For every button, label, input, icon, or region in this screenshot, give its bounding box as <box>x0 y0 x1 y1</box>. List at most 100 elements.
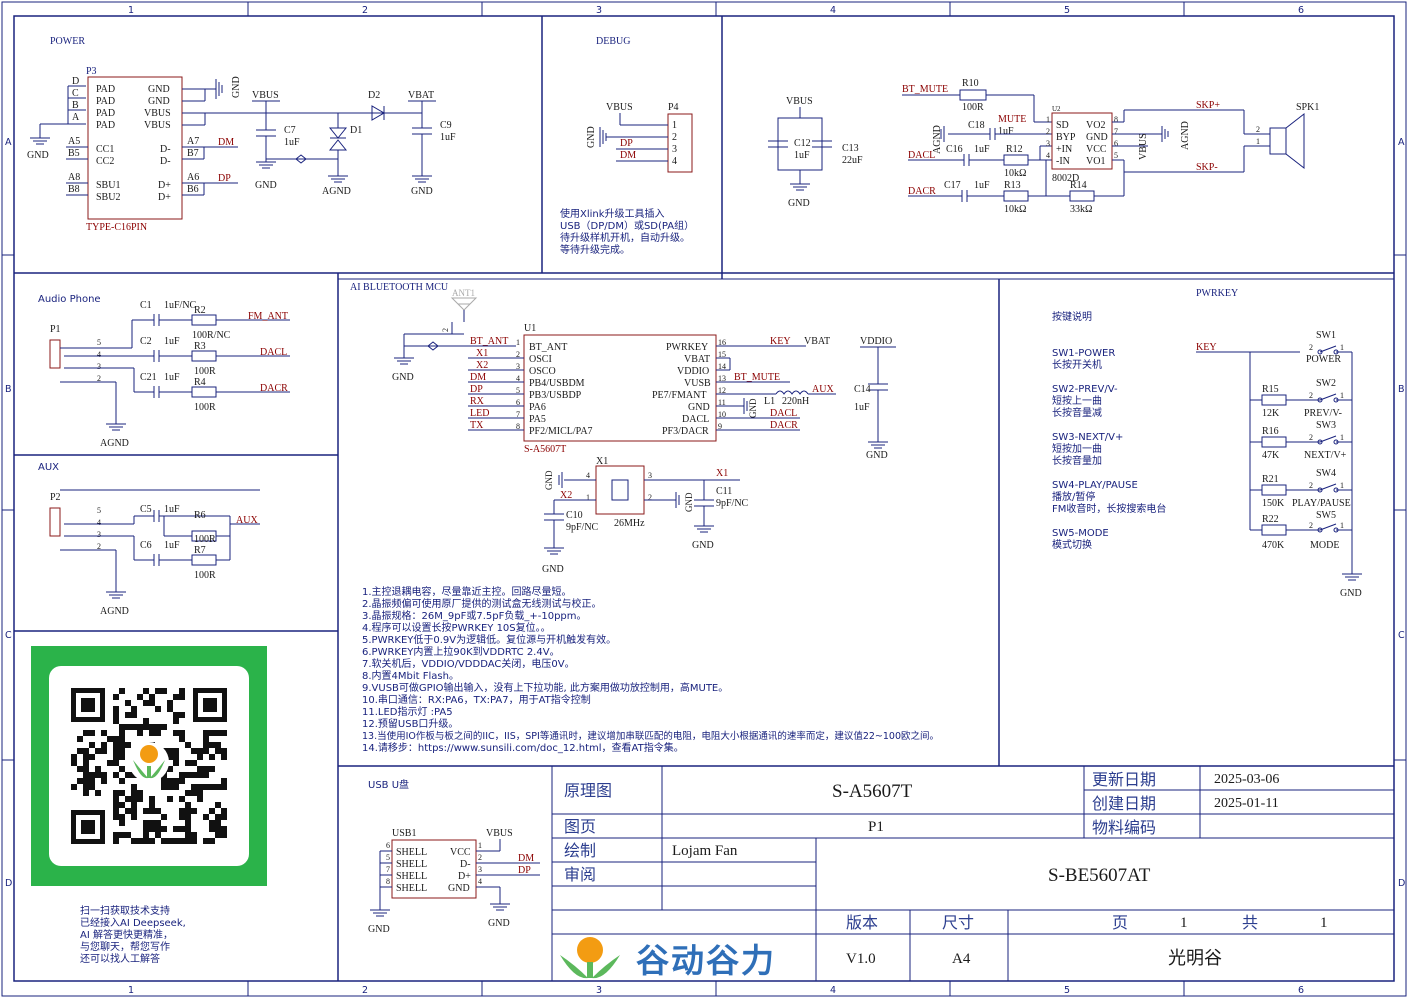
svg-text:GND: GND <box>542 564 564 575</box>
svg-text:R2: R2 <box>194 305 206 316</box>
qr-module <box>167 778 173 784</box>
svg-text:10kΩ: 10kΩ <box>1004 204 1026 215</box>
svg-text:待升级样机开机，自动升级。: 待升级样机开机，自动升级。 <box>560 231 690 244</box>
svg-text:物料编码: 物料编码 <box>1092 818 1156 837</box>
row-label: A <box>5 137 12 148</box>
qr-module <box>197 748 203 754</box>
svg-text:5.PWRKEY低于0.9V为逻辑低。复位源与开机触发有效。: 5.PWRKEY低于0.9V为逻辑低。复位源与开机触发有效。 <box>362 633 616 646</box>
r10-resistor <box>959 89 987 101</box>
svg-text:DACL: DACL <box>260 347 287 358</box>
r13-resistor <box>1003 190 1029 202</box>
svg-text:R21: R21 <box>1262 474 1279 485</box>
col-label: 5 <box>1064 5 1070 16</box>
qr-module <box>113 748 119 754</box>
section-title-debug: DEBUG <box>596 36 630 47</box>
svg-text:VBUS: VBUS <box>1138 133 1149 160</box>
svg-text:DP: DP <box>470 384 483 395</box>
svg-text:V1.0: V1.0 <box>846 951 876 967</box>
debug-header-p4 <box>667 113 693 173</box>
qr-module <box>215 802 221 808</box>
svg-text:2: 2 <box>97 542 101 551</box>
qr-module <box>185 814 191 820</box>
svg-text:PF3/DACR: PF3/DACR <box>662 426 709 437</box>
svg-text:GND: GND <box>688 402 710 413</box>
qr-module <box>197 772 203 778</box>
svg-text:1uF: 1uF <box>974 144 990 155</box>
col-label: 2 <box>362 985 368 996</box>
svg-text:等待升级完成。: 等待升级完成。 <box>560 243 630 256</box>
qr-module <box>131 706 137 712</box>
qr-module <box>215 748 221 754</box>
svg-text:SHELL: SHELL <box>396 883 427 894</box>
svg-text:X1: X1 <box>716 468 728 479</box>
svg-text:SKP+: SKP+ <box>1196 100 1220 111</box>
svg-text:光明谷: 光明谷 <box>1168 948 1222 969</box>
svg-text:BT_ANT: BT_ANT <box>470 336 508 347</box>
svg-text:P4: P4 <box>668 102 679 113</box>
svg-text:VO1: VO1 <box>1086 156 1105 167</box>
svg-text:PAD: PAD <box>96 108 115 119</box>
qr-module <box>197 784 203 790</box>
qr-module <box>179 838 185 844</box>
svg-text:VBAT: VBAT <box>684 354 710 365</box>
qr-module <box>83 790 89 796</box>
svg-text:4: 4 <box>478 877 482 886</box>
svg-text:SW3: SW3 <box>1316 420 1336 431</box>
qr-module <box>113 802 119 808</box>
col-label: 1 <box>128 985 134 996</box>
qr-module <box>203 838 209 844</box>
svg-text:P2: P2 <box>50 492 61 503</box>
qr-module <box>209 808 215 814</box>
svg-text:模式切换: 模式切换 <box>1052 538 1092 551</box>
svg-text:DM: DM <box>518 853 534 864</box>
qr-module <box>209 820 215 826</box>
debug-section: DEBUG VBUS P4 1 2 3 4 GND DP DM 使用Xlink升… <box>560 36 694 256</box>
qr-module <box>143 688 149 694</box>
qr-module <box>95 748 101 754</box>
qr-module <box>83 730 89 736</box>
svg-text:C21: C21 <box>140 372 157 383</box>
qr-module <box>167 706 173 712</box>
svg-text:22uF: 22uF <box>842 155 863 166</box>
u1-left-pins: BT_ANT OSCI OSCO PB4/USBDM PB3/USBDP PA6… <box>516 338 593 437</box>
svg-text:R12: R12 <box>1006 144 1023 155</box>
qr-module <box>191 790 197 796</box>
svg-text:VDDIO: VDDIO <box>860 336 892 347</box>
svg-text:2: 2 <box>1309 391 1313 400</box>
svg-text:GND: GND <box>1086 132 1108 143</box>
qr-module <box>137 790 143 796</box>
svg-text:16: 16 <box>718 338 726 347</box>
qr-module <box>119 832 125 838</box>
svg-text:DM: DM <box>470 372 486 383</box>
svg-text:LED: LED <box>470 408 489 419</box>
svg-text:PE7/FMANT: PE7/FMANT <box>652 390 706 401</box>
svg-text:3: 3 <box>516 362 520 371</box>
svg-text:A8: A8 <box>68 172 80 183</box>
qr-module <box>83 754 89 760</box>
qr-module <box>179 736 185 742</box>
qr-module <box>185 802 191 808</box>
qr-module <box>203 742 209 748</box>
svg-text:GND: GND <box>411 186 433 197</box>
svg-text:5: 5 <box>516 386 520 395</box>
svg-text:使用Xlink升级工具插入: 使用Xlink升级工具插入 <box>560 207 665 220</box>
svg-text:VUSB: VUSB <box>684 378 711 389</box>
qr-module <box>221 826 227 832</box>
qr-module <box>101 730 107 736</box>
qr-module <box>167 796 173 802</box>
p3-left-pins: PAD PAD PAD PAD CC1 CC2 SBU1 SBU2 <box>96 84 120 203</box>
row-label: B <box>1398 384 1405 395</box>
svg-text:A7: A7 <box>187 136 199 147</box>
svg-text:4.程序可以设置长按PWRKEY 10S复位。。: 4.程序可以设置长按PWRKEY 10S复位。。 <box>362 621 551 634</box>
svg-text:扫一扫获取技术支持: 扫一扫获取技术支持 <box>80 904 170 917</box>
svg-text:GND: GND <box>231 76 242 98</box>
qr-module <box>149 724 155 730</box>
svg-text:GND: GND <box>255 180 277 191</box>
svg-text:BT_MUTE: BT_MUTE <box>902 84 948 95</box>
qr-module <box>71 754 77 760</box>
qr-module <box>179 778 185 784</box>
svg-text:与您聊天，帮您写作: 与您聊天，帮您写作 <box>80 940 170 953</box>
svg-text:GND: GND <box>1340 588 1362 599</box>
